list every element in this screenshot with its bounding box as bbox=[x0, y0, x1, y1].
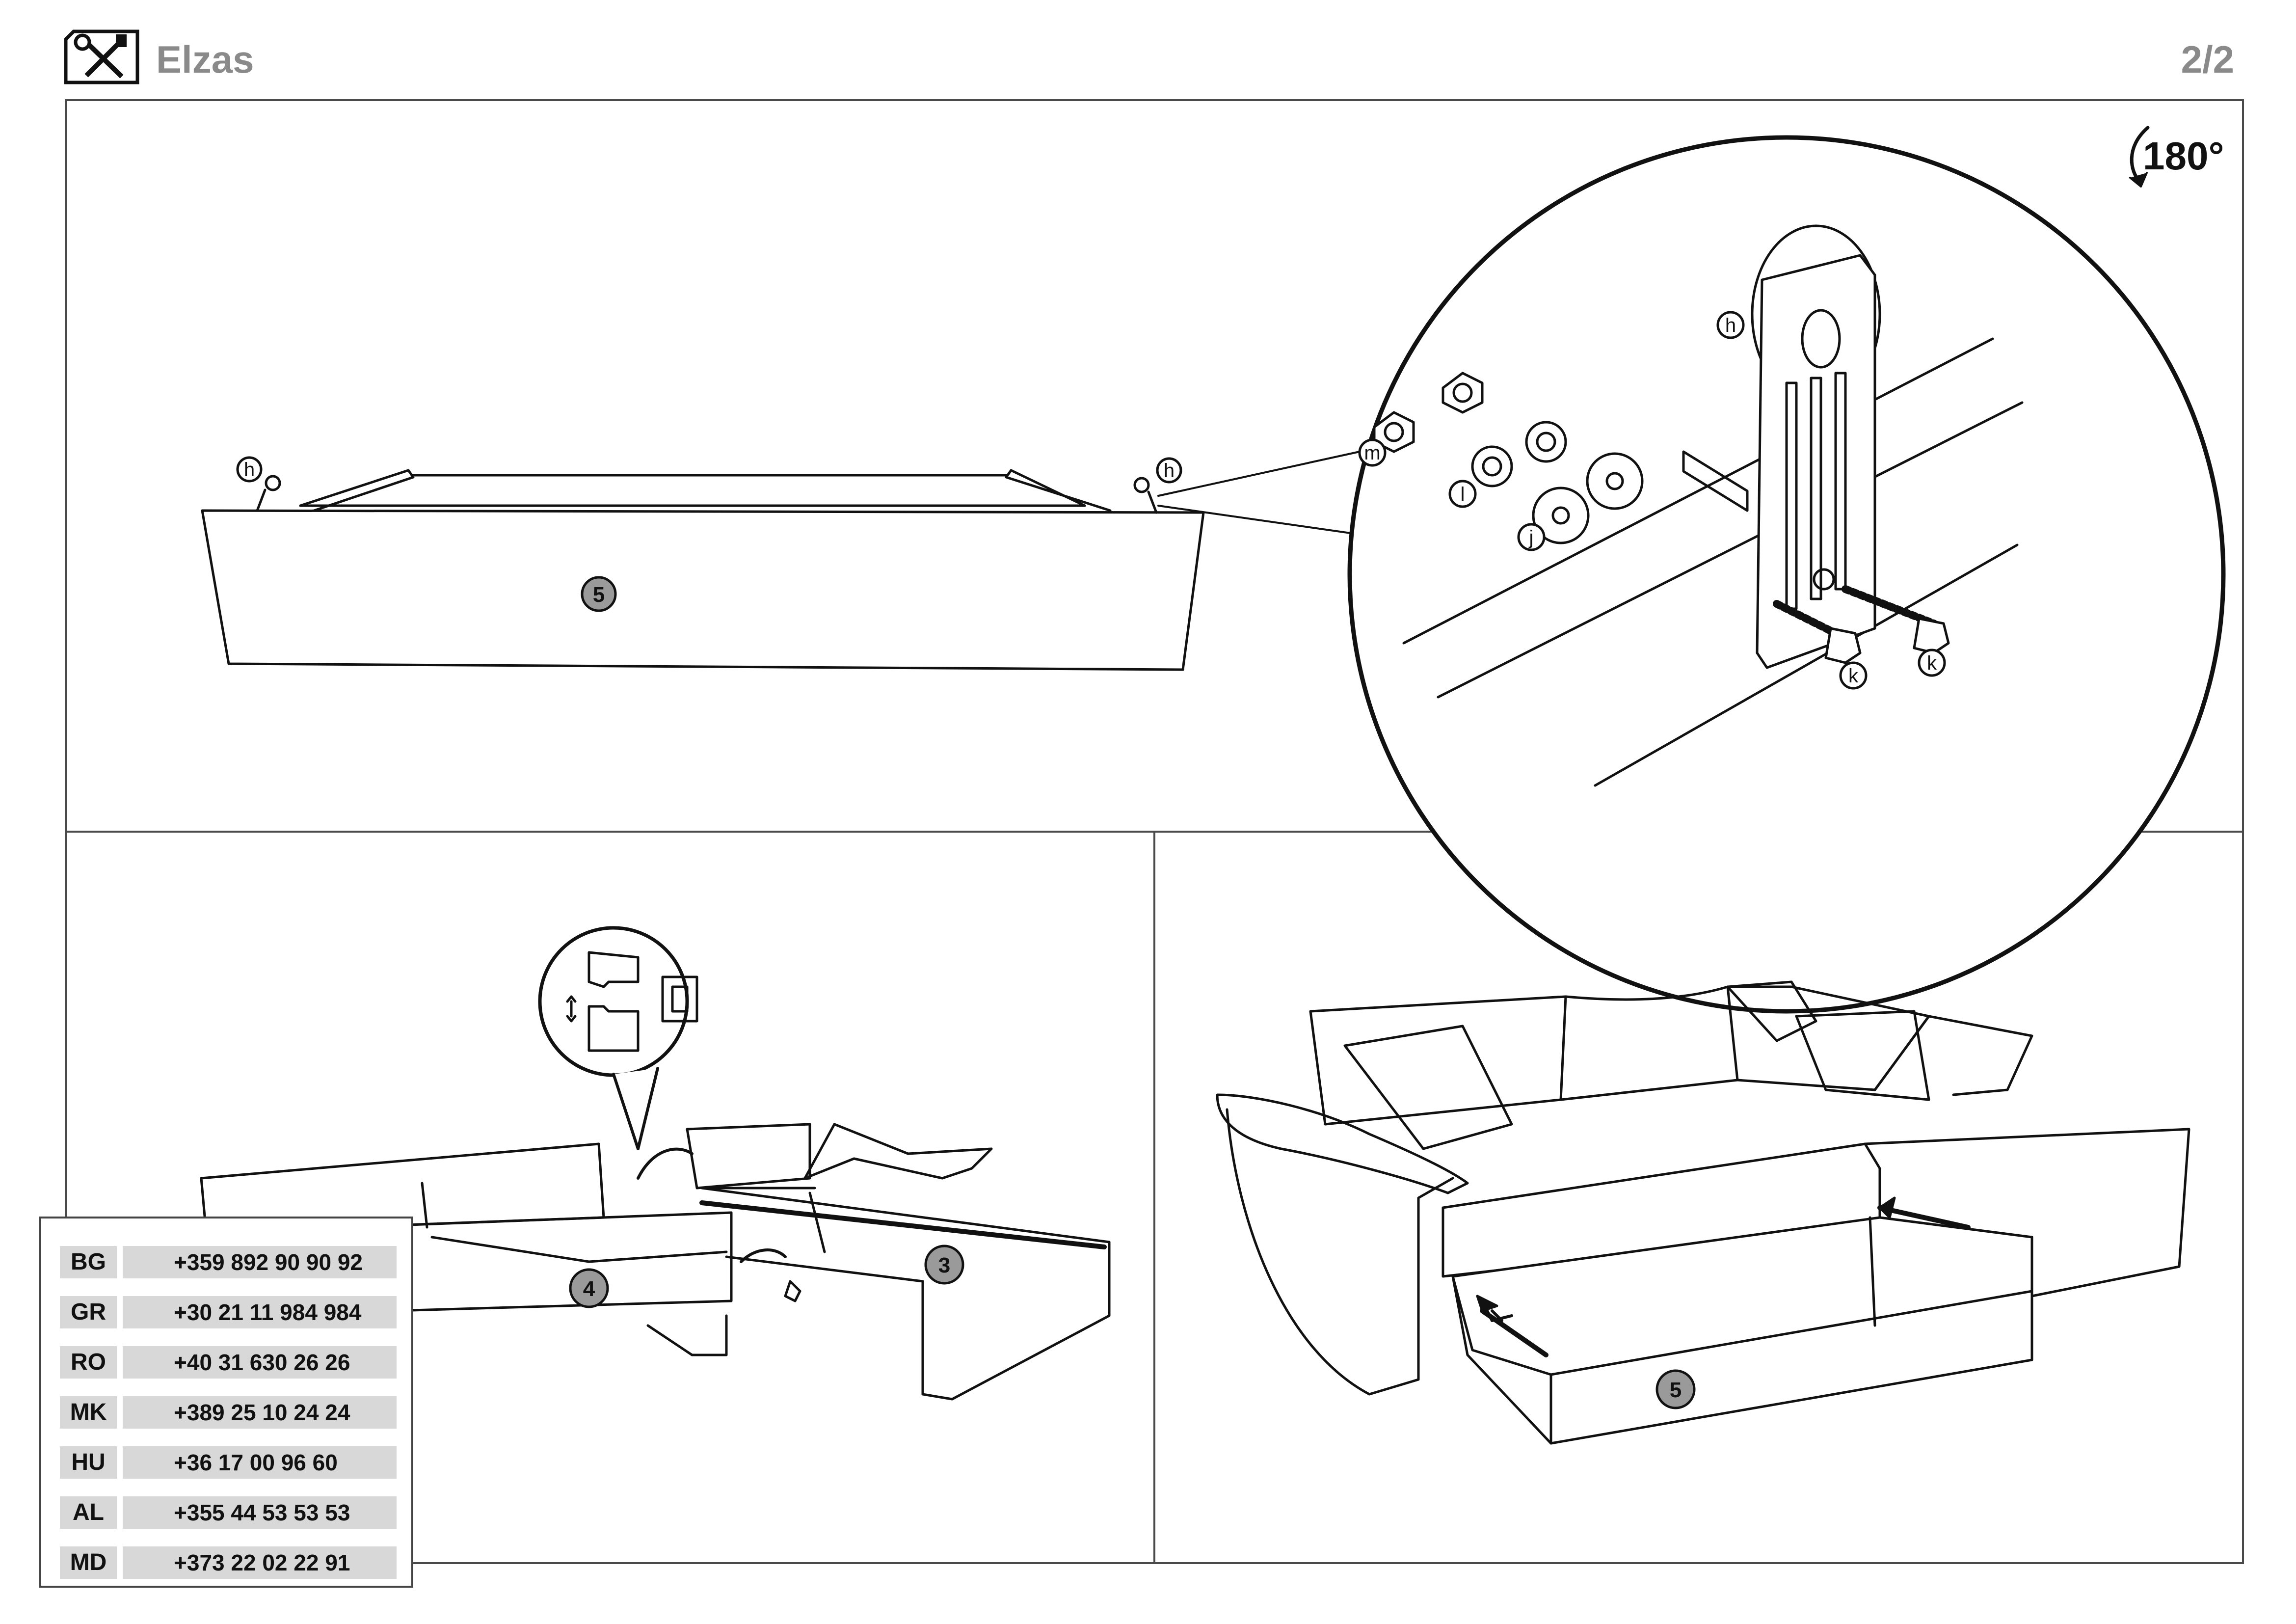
phone-number: +355 44 53 53 53 bbox=[123, 1496, 397, 1529]
phone-number: +36 17 00 96 60 bbox=[123, 1446, 397, 1479]
callout-h-zoom: h bbox=[1725, 315, 1736, 336]
phone-number: +359 892 90 90 92 bbox=[123, 1246, 397, 1278]
part-badge-3 bbox=[924, 1245, 964, 1285]
rotate-arrow-icon bbox=[2129, 126, 2150, 188]
drawer-illustration bbox=[201, 469, 1205, 671]
contact-row: RO +40 31 630 26 26 bbox=[60, 1346, 397, 1379]
contact-row: MK +389 25 10 24 24 bbox=[60, 1396, 397, 1429]
part-number-label: 5 bbox=[593, 583, 605, 607]
country-code: MK bbox=[60, 1396, 117, 1429]
contact-row: AL +355 44 53 53 53 bbox=[60, 1496, 397, 1529]
country-code: AL bbox=[60, 1496, 117, 1529]
callout-h-left: h bbox=[244, 459, 255, 481]
callout-k-1: k bbox=[1848, 665, 1859, 687]
callout-j: j bbox=[1529, 527, 1534, 548]
callout-l: l bbox=[1461, 484, 1465, 505]
step2-label-4: 4 bbox=[583, 1277, 595, 1301]
country-code: MD bbox=[60, 1546, 117, 1579]
contact-row: BG +359 892 90 90 92 bbox=[60, 1246, 397, 1278]
step2-label-3: 3 bbox=[938, 1253, 950, 1277]
country-code: HU bbox=[60, 1446, 117, 1479]
bracket-zoom-detail bbox=[1347, 135, 2226, 1014]
country-code: GR bbox=[60, 1296, 117, 1328]
part-badge-5b bbox=[1655, 1369, 1696, 1409]
page-number: 2/2 bbox=[2181, 38, 2234, 81]
contact-row: GR +30 21 11 984 984 bbox=[60, 1296, 397, 1328]
country-code: RO bbox=[60, 1346, 117, 1379]
callout-m: m bbox=[1364, 442, 1380, 464]
phone-number: +30 21 11 984 984 bbox=[123, 1296, 397, 1328]
phone-number: +40 31 630 26 26 bbox=[123, 1346, 397, 1379]
part-badge-5 bbox=[581, 576, 617, 612]
country-code: BG bbox=[60, 1246, 117, 1278]
callout-k-2: k bbox=[1927, 652, 1937, 674]
contact-table: BG +359 892 90 90 92 GR +30 21 11 984 98… bbox=[39, 1217, 413, 1588]
part-badge-4 bbox=[569, 1268, 609, 1308]
phone-number: +373 22 02 22 91 bbox=[123, 1546, 397, 1579]
corner-sofa-illustration bbox=[1216, 980, 2190, 1445]
callout-h-right: h bbox=[1164, 460, 1175, 482]
step3-label-5: 5 bbox=[1670, 1378, 1682, 1402]
phone-number: +389 25 10 24 24 bbox=[123, 1396, 397, 1429]
contact-row: HU +36 17 00 96 60 bbox=[60, 1446, 397, 1479]
contact-row: MD +373 22 02 22 91 bbox=[60, 1546, 397, 1579]
rotation-label: 180° bbox=[2143, 134, 2224, 178]
tools-icon bbox=[64, 29, 139, 84]
manual-title: Elzas bbox=[156, 38, 254, 81]
